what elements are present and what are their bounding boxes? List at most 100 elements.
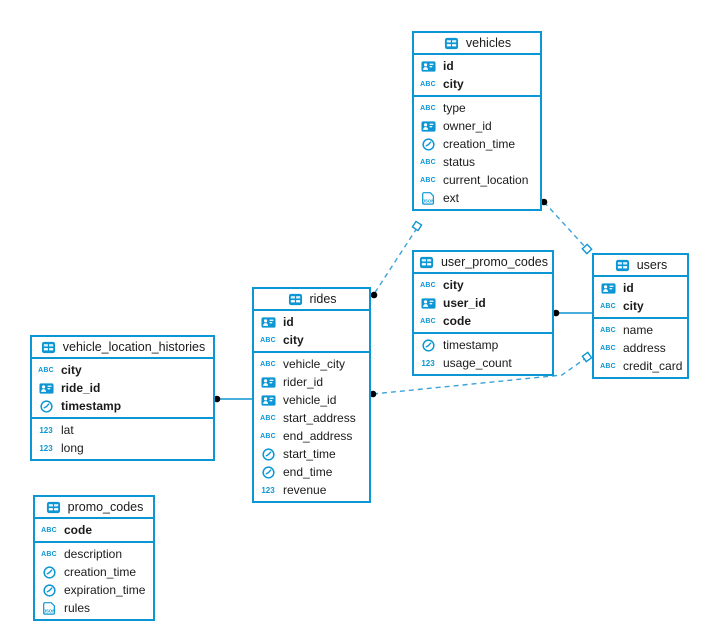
table-title: vehicle_location_histories [62,340,206,354]
column-name: start_time [283,447,336,461]
column-row: timestamp [32,397,213,415]
column-row: ABC code [414,312,552,330]
column-row: timestamp [414,336,552,354]
column-name: current_location [443,173,529,187]
column-name: end_time [283,465,333,479]
columns-section: 123 lat 123 long [32,419,213,459]
abc-icon: ABC [420,317,436,325]
id-card-icon [419,119,437,134]
json-icon [40,601,58,616]
table-user-promo-codes[interactable]: user_promo_codes ABC city user_id ABC co… [412,250,554,376]
column-row: rules [35,599,153,617]
column-name: end_address [283,429,353,443]
abc-icon: ABC [600,362,616,370]
clock-icon [419,137,437,152]
column-row: id [594,279,687,297]
column-name: timestamp [61,399,122,413]
column-name: status [443,155,476,169]
key-columns-section: ABC city ride_id timestamp [32,359,213,419]
column-row: user_id [414,294,552,312]
column-row: ride_id [32,379,213,397]
column-name: id [283,315,294,329]
column-name: description [64,547,123,561]
column-row: 123 lat [32,421,213,439]
column-row: ABC city [414,276,552,294]
column-row: 123 long [32,439,213,457]
number-icon: 123 [39,443,53,453]
table-vehicle-location-histories[interactable]: vehicle_location_histories ABC city ride… [30,335,215,461]
column-row: ABC city [254,331,369,349]
key-columns-section: ABC code [35,519,153,543]
clock-icon [40,565,58,580]
table-promo-codes-header: promo_codes [35,497,153,519]
table-icon [443,36,461,51]
column-row: ABC city [594,297,687,315]
id-card-icon [259,393,277,408]
column-row: ABC code [35,521,153,539]
column-row: creation_time [414,135,540,153]
abc-icon: ABC [260,432,276,440]
column-row: ABC description [35,545,153,563]
abc-icon: ABC [41,526,57,534]
table-vehicles-header: vehicles [414,33,540,55]
column-name: name [623,323,654,337]
column-name: city [443,77,464,91]
key-columns-section: id ABC city [594,277,687,319]
json-icon [419,191,437,206]
column-name: city [443,278,464,292]
column-name: code [443,314,472,328]
column-name: rider_id [283,375,324,389]
column-row: start_time [254,445,369,463]
column-row: rider_id [254,373,369,391]
table-rides[interactable]: rides id ABC city ABC vehicle_city rider… [252,287,371,503]
table-icon [614,258,632,273]
table-title: users [636,258,668,272]
column-row: 123 usage_count [414,354,552,372]
abc-icon: ABC [260,336,276,344]
column-name: ext [443,191,460,205]
column-row: id [414,57,540,75]
abc-icon: ABC [420,80,436,88]
table-title: vehicles [465,36,512,50]
column-name: code [64,523,93,537]
key-columns-section: id ABC city [414,55,540,97]
table-users-header: users [594,255,687,277]
table-vehicles[interactable]: vehicles id ABC city ABC type owner_id [412,31,542,211]
column-name: city [623,299,644,313]
id-card-icon [419,59,437,74]
id-card-icon [599,281,617,296]
abc-icon: ABC [600,344,616,352]
column-row: ABC start_address [254,409,369,427]
table-title: rides [309,292,337,306]
columns-section: ABC type owner_id creation_time ABC stat… [414,97,540,209]
column-name: id [623,281,634,295]
column-row: ABC city [32,361,213,379]
clock-icon [40,583,58,598]
column-row: ABC current_location [414,171,540,189]
column-name: address [623,341,666,355]
table-users[interactable]: users id ABC city ABC name ABC address A… [592,253,689,379]
columns-section: timestamp 123 usage_count [414,334,552,374]
clock-icon [419,338,437,353]
column-name: rules [64,601,91,615]
id-card-icon [37,381,55,396]
column-row: ABC vehicle_city [254,355,369,373]
number-icon: 123 [421,358,435,368]
abc-icon: ABC [420,158,436,166]
column-row: expiration_time [35,581,153,599]
open-square-marker [581,351,593,363]
column-row: ABC credit_card [594,357,687,375]
abc-icon: ABC [600,302,616,310]
id-card-icon [419,296,437,311]
number-icon: 123 [261,485,275,495]
column-row: ABC city [414,75,540,93]
clock-icon [259,447,277,462]
column-row: id [254,313,369,331]
table-promo-codes[interactable]: promo_codes ABC code ABC description cre… [33,495,155,621]
clock-icon [259,465,277,480]
table-icon [418,255,436,270]
column-row: ABC name [594,321,687,339]
column-name: owner_id [443,119,492,133]
table-title: user_promo_codes [440,255,548,269]
